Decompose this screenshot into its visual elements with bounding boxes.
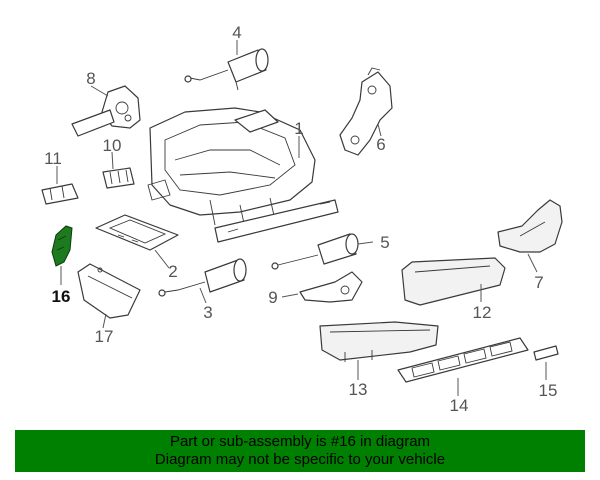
part-2-plate [95,214,179,251]
callout-13: 13 [349,380,368,399]
callout-5: 5 [380,233,389,252]
callout-7: 7 [534,273,543,292]
part-17-cover [77,263,141,319]
callout-8: 8 [86,69,95,88]
banner-line-part-number: Part or sub-assembly is #16 in diagram [169,433,431,450]
part-11-clip [41,183,79,205]
callout-6: 6 [376,135,385,154]
part-8-bracket [71,85,141,137]
callout-12: 12 [473,303,492,322]
leader-lines [56,40,547,396]
part-5-motor [271,233,359,270]
callout-9: 9 [268,288,277,307]
part-6-linkage [339,67,393,156]
callout-4: 4 [232,23,241,42]
callout-3: 3 [203,303,212,322]
exploded-view: 4 8 1 6 11 10 2 5 7 9 3 12 16 17 13 14 1… [41,23,563,415]
info-banner: Part or sub-assembly is #16 in diagram D… [15,430,585,472]
callout-17: 17 [95,327,114,346]
callout-11: 11 [44,149,62,168]
callout-10: 10 [103,136,122,155]
callout-16: 16 [52,287,71,306]
part-13-lower-panel [319,321,439,362]
callout-2: 2 [168,262,177,281]
part-7-side-trim [497,199,563,253]
callout-labels: 4 8 1 6 11 10 2 5 7 9 3 12 16 17 13 14 1… [44,23,557,415]
callout-15: 15 [539,381,558,400]
banner-line-disclaimer: Diagram may not be specific to your vehi… [154,451,446,468]
part-14-grille [397,337,529,383]
part-12-trim-panel [401,257,506,306]
part-1-seat-frame [147,107,339,243]
callout-14: 14 [450,396,469,415]
part-4-motor [184,48,269,91]
part-3-motor [158,258,247,297]
callout-1: 1 [294,119,303,138]
part-16-highlighted [51,225,73,267]
part-9-bracket [299,271,363,303]
part-15-small-trim [533,345,559,361]
part-10-clip [102,167,135,189]
